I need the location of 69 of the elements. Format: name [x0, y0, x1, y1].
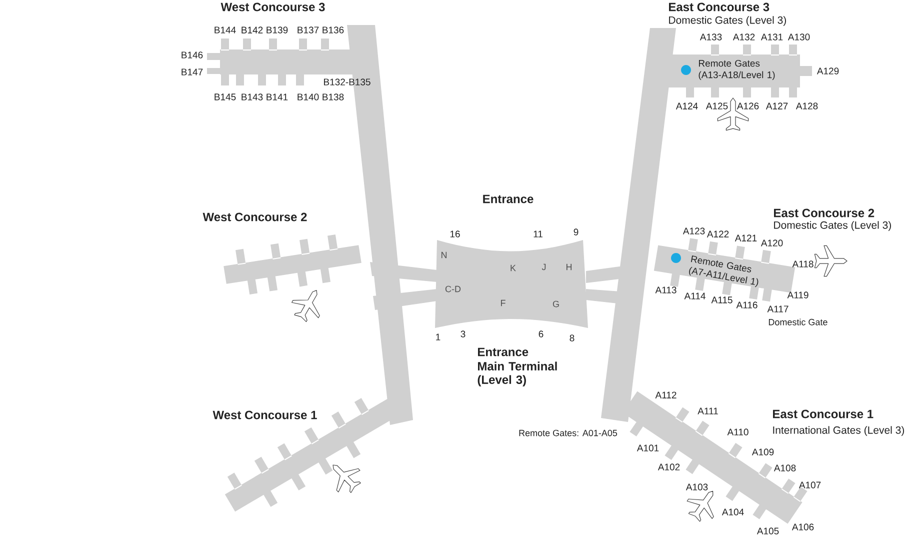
gate-label: A124 — [676, 102, 698, 110]
gate-label: A110 — [727, 428, 748, 436]
area-heading: West Concourse 1 — [212, 410, 317, 420]
gate-label: A107 — [798, 482, 821, 488]
gate-label: A102 — [658, 464, 680, 470]
area-heading: West Concourse 3 — [220, 2, 325, 12]
gate-label: B132-B135 — [324, 78, 370, 86]
area-heading: East Concourse 2 — [774, 208, 874, 218]
note-label: Remote Gates: A01-A05 — [519, 430, 618, 436]
gate-label: A117 — [767, 306, 788, 312]
gate-label: B137 — [298, 26, 319, 34]
gate-label: A109 — [752, 448, 774, 456]
door-number: 3 — [460, 330, 466, 338]
area-heading: Entrance — [478, 348, 528, 356]
gate-label: A113 — [655, 286, 676, 294]
gate-label: B139 — [266, 26, 288, 34]
gate-label: A121 — [734, 234, 757, 242]
area-subtitle: Domestic Gates (Level 3) — [669, 16, 786, 26]
area-subtitle: Domestic Gates (Level 3) — [774, 221, 891, 231]
gate-label: B138 — [322, 94, 344, 100]
area-heading: East Concourse 3 — [669, 2, 770, 12]
door-number: 6 — [538, 330, 544, 338]
gate-label: B136 — [322, 26, 344, 34]
area-heading: West Concourse 2 — [202, 212, 307, 222]
gate-label: A104 — [722, 508, 744, 516]
gate-label: A103 — [686, 484, 708, 490]
note-label: Domestic Gate — [768, 318, 828, 326]
door-number: 8 — [570, 334, 574, 342]
area-heading: East Concourse 1 — [773, 410, 874, 418]
gate-label: B147 — [182, 68, 203, 76]
gate-label: A126 — [736, 102, 759, 110]
gate-label: A132 — [732, 34, 755, 40]
gate-label: B140 — [298, 94, 319, 100]
gate-label: A131 — [760, 34, 783, 40]
gate-label: A111 — [698, 408, 718, 414]
gate-label: A125 — [706, 102, 728, 110]
gate-label: B146 — [182, 52, 203, 58]
gate-label: A129 — [816, 68, 839, 74]
gate-label: A116 — [736, 302, 758, 308]
gate-label: A130 — [788, 34, 810, 40]
gate-label: B141 — [266, 94, 288, 100]
door-number: 11 — [534, 230, 542, 238]
door-number: 1 — [436, 334, 440, 340]
gate-label: B143 — [242, 94, 263, 100]
gate-label: A118 — [792, 260, 814, 268]
gate-label: A108 — [774, 464, 796, 472]
gate-label: A127 — [766, 102, 788, 110]
gate-label: A106 — [792, 524, 814, 530]
gate-label: A105 — [756, 528, 779, 534]
gate-label: B145 — [214, 94, 236, 100]
gate-label: Remote Gates (A13-A18/Level 1) — [698, 60, 775, 80]
gate-label: A119 — [787, 292, 808, 298]
gate-label: B144 — [214, 26, 236, 34]
gate-label: A114 — [684, 292, 706, 300]
terminal-building: N K J H C-D F G — [435, 240, 588, 328]
gate-label: A123 — [682, 228, 705, 234]
gate-label: A122 — [706, 230, 729, 238]
area-heading: Entrance — [483, 194, 534, 204]
door-number: 16 — [450, 230, 460, 238]
door-number: 9 — [574, 228, 578, 236]
gate-label: A115 — [711, 296, 732, 304]
gate-label: A112 — [655, 392, 676, 398]
gate-label: A133 — [700, 34, 722, 40]
gate-label: A128 — [796, 102, 818, 110]
area-heading: Main Terminal (Level 3) — [478, 362, 557, 386]
area-subtitle: International Gates (Level 3) — [773, 426, 904, 436]
gate-label: B142 — [242, 26, 263, 34]
gate-label: A120 — [760, 240, 783, 246]
gate-label: A101 — [636, 444, 659, 452]
